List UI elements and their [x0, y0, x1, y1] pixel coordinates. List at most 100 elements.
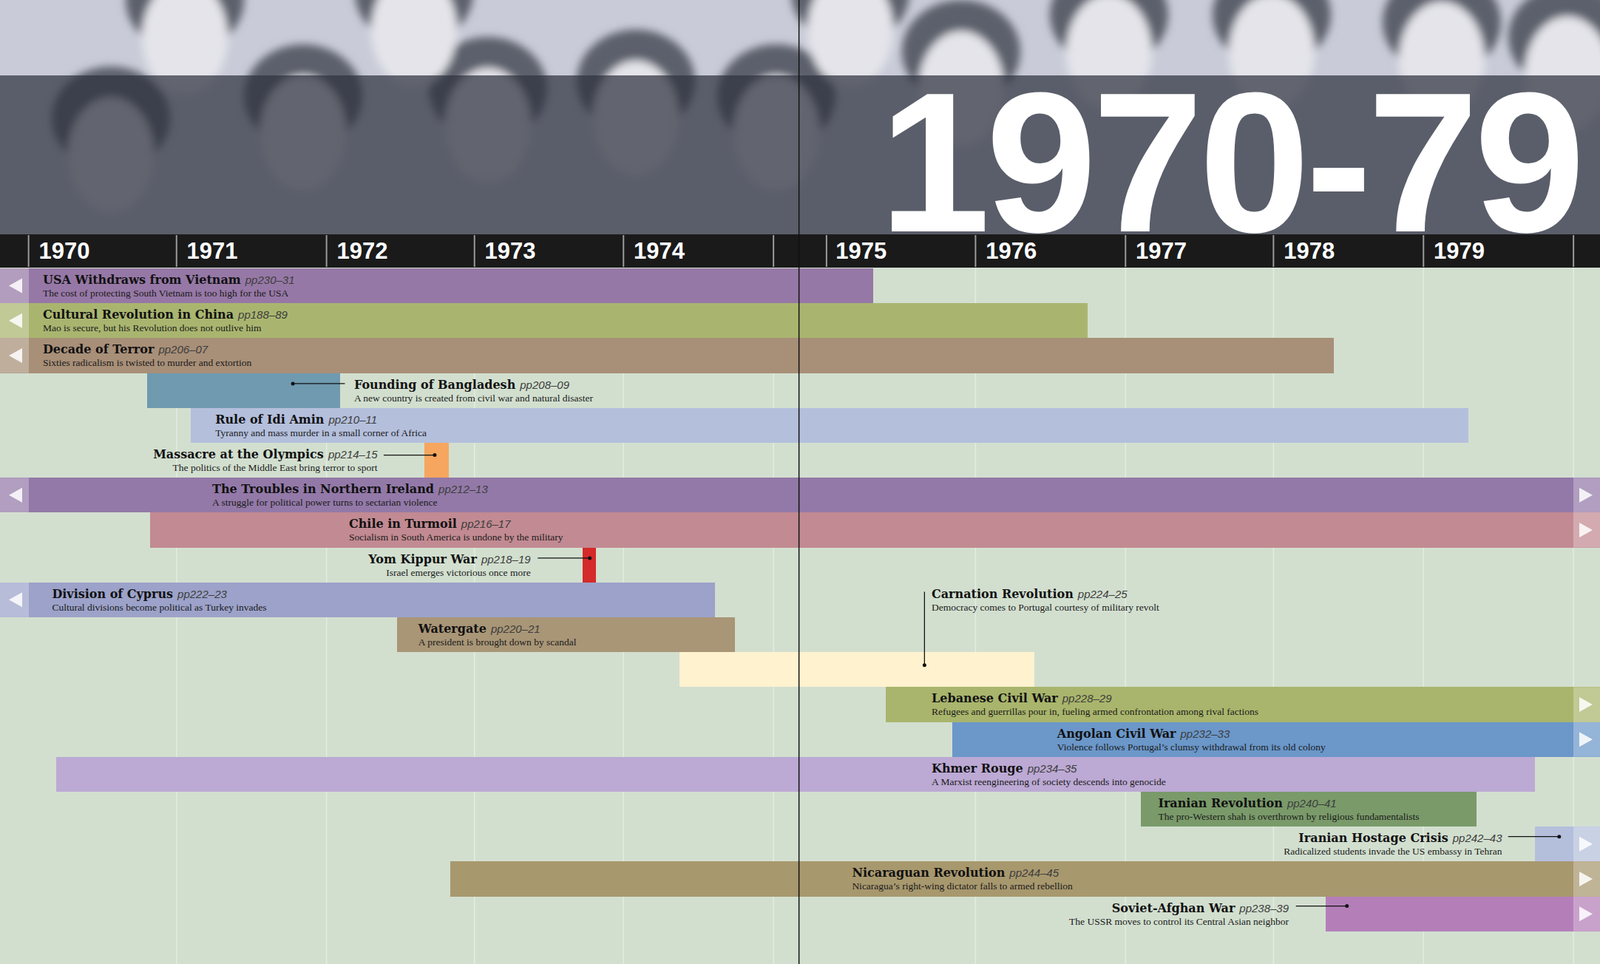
continuation-patch	[0, 477, 29, 513]
year-label: 1970	[38, 234, 90, 268]
year-label: 1979	[1433, 234, 1485, 268]
event-title: Rule of Idi Amin	[215, 412, 324, 427]
leader-dot	[1344, 904, 1349, 908]
event-bar: Carnation Revolutionpp224–25Democracy co…	[679, 652, 1035, 687]
continuation-patch	[0, 582, 29, 618]
page-title: 1970-79	[879, 62, 1581, 263]
page-reference: pp214–15	[328, 448, 378, 461]
event-description: Refugees and guerrillas pour in, fueling…	[931, 706, 1259, 718]
event-title: Iranian Revolution	[1157, 796, 1283, 811]
event-label: Decade of Terrorpp206–07Sixties radicali…	[42, 342, 252, 369]
event-title: Khmer Rouge	[931, 761, 1024, 776]
event-description: Democracy comes to Portugal courtesy of …	[931, 601, 1160, 614]
event-bar: Soviet-Afghan Warpp238–39The USSR moves …	[1325, 896, 1600, 932]
page-reference: pp222–23	[177, 587, 227, 601]
continuation-patch	[1573, 477, 1600, 513]
page-reference: pp242–43	[1452, 831, 1503, 845]
event-label: Watergatepp220–21A president is brought …	[418, 621, 577, 649]
year-separator	[175, 235, 178, 267]
event-description: Radicalized students invade the US embas…	[1283, 845, 1502, 858]
event-title: Angolan Civil War	[1057, 726, 1177, 741]
event-title: USA Withdraws from Vietnam	[42, 272, 242, 287]
continuation-arrow	[1579, 906, 1593, 922]
leader-line	[537, 557, 590, 559]
page-reference: pp208–09	[519, 378, 570, 392]
continuation-arrow	[8, 313, 23, 329]
event-title: Watergate	[418, 621, 487, 636]
year-separator	[28, 235, 30, 267]
page-reference: pp232–33	[1180, 727, 1231, 741]
leader-line	[292, 382, 345, 384]
year-label: 1973	[485, 234, 537, 268]
leader-line	[924, 591, 925, 665]
continuation-patch	[1573, 686, 1600, 722]
page-reference: pp210–11	[328, 413, 378, 426]
event-title: Founding of Bangladesh	[354, 377, 516, 392]
event-bar: Chile in Turmoilpp216–17Socialism in Sou…	[150, 512, 1600, 548]
page-reference: pp238–39	[1239, 902, 1289, 915]
page-reference: pp216–17	[461, 517, 511, 531]
event-title: Lebanese Civil War	[931, 691, 1059, 706]
continuation-patch	[1573, 512, 1600, 548]
event-label: USA Withdraws from Vietnampp230–31The co…	[42, 272, 296, 300]
leader-line	[383, 454, 435, 456]
event-bar: Division of Cypruspp222–23Cultural divis…	[0, 582, 715, 618]
event-bar: Founding of Bangladeshpp208–09A new coun…	[147, 373, 341, 409]
event-label: Rule of Idi Amin pp210–11Tyranny and mass…	[215, 412, 427, 440]
page-reference: pp240–41	[1287, 797, 1337, 810]
year-separator	[772, 235, 775, 267]
page-reference: pp224–25	[1078, 587, 1128, 601]
continuation-arrow	[8, 278, 23, 294]
year-label: 1971	[187, 234, 239, 268]
year-label: 1977	[1135, 234, 1187, 268]
event-description: Mao is secure, but his Revolution does n…	[42, 322, 288, 335]
event-bar: USA Withdraws from Vietnampp230–31The co…	[0, 268, 874, 304]
continuation-patch	[1573, 722, 1600, 758]
event-label: Division of Cypruspp222–23Cultural divis…	[51, 587, 267, 614]
event-label: Khmer Rougepp234–35A Marxist reengineeri…	[931, 761, 1166, 789]
continuation-patch	[1573, 826, 1600, 862]
continuation-patch	[1573, 861, 1600, 897]
event-description: Sixties radicalism is twisted to murder …	[42, 357, 252, 369]
event-description: A Marxist reengineering of society desce…	[931, 776, 1166, 789]
continuation-arrow	[8, 592, 23, 608]
page-reference: pp206–07	[158, 343, 208, 356]
page-reference: pp230–31	[245, 273, 296, 287]
event-label: Soviet-Afghan Warpp238–39The USSR moves …	[1069, 901, 1289, 928]
event-label: The Troubles in Northern Irelandpp212–13…	[212, 482, 488, 509]
page-reference: pp218–19	[481, 553, 531, 566]
event-bar: Massacre at the Olympicspp214–15The poli…	[424, 442, 449, 478]
continuation-arrow	[8, 487, 23, 503]
leader-dot	[587, 556, 592, 560]
page-reference: pp212–13	[438, 482, 488, 496]
year-separator	[473, 235, 476, 267]
event-description: Cultural divisions become political as T…	[51, 601, 267, 614]
face-shape	[371, 0, 457, 88]
event-label: Nicaraguan Revolutionpp244–45Nicaragua’s…	[851, 865, 1073, 893]
event-description: The cost of protecting South Vietnam is …	[42, 287, 296, 300]
continuation-patch	[1573, 896, 1600, 932]
event-title: Nicaraguan Revolution	[851, 865, 1005, 880]
year-label: 1978	[1283, 234, 1335, 268]
page-reference: pp220–21	[490, 622, 541, 636]
year-label: 1972	[336, 234, 388, 268]
year-label: 1974	[633, 234, 685, 268]
event-bar: Iranian Revolutionpp240–41The pro-Wester…	[1140, 791, 1477, 827]
continuation-arrow	[1579, 871, 1593, 887]
event-description: A struggle for political power turns to …	[212, 496, 488, 509]
event-label: Chile in Turmoilpp216–17Socialism in Sou…	[348, 516, 563, 544]
continuation-arrow	[1579, 697, 1593, 713]
year-separator	[622, 235, 625, 267]
event-title: The Troubles in Northern Ireland	[212, 482, 435, 497]
event-label: Angolan Civil Warpp232–33Violence follow…	[1057, 726, 1326, 754]
continuation-arrow	[1579, 522, 1593, 538]
event-description: Tyranny and mass murder in a small corne…	[215, 427, 427, 440]
event-bar: Khmer Rougepp234–35A Marxist reengineeri…	[56, 757, 1535, 792]
event-description: A president is brought down by scandal	[418, 636, 577, 649]
timeline-ground	[0, 267, 1600, 964]
event-bar: Angolan Civil Warpp232–33Violence follow…	[952, 722, 1600, 758]
event-title: Iranian Hostage Crisis	[1298, 831, 1448, 846]
event-bar: Watergatepp220–21A president is brought …	[397, 617, 735, 653]
year-label: 1975	[835, 234, 887, 268]
